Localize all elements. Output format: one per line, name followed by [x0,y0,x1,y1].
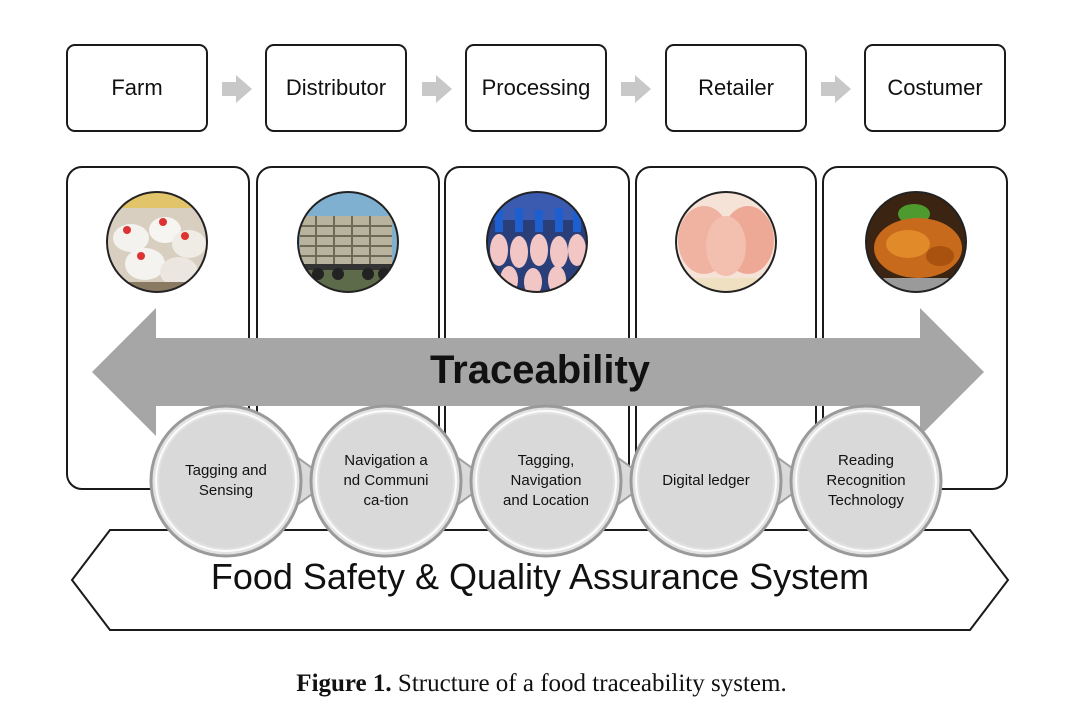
stage-label: Distributor [285,75,387,100]
flow-arrow-icon [222,75,252,103]
tech-label-reading-recognition: Reading Recognition Technology [826,452,906,509]
tech-label-digital-ledger: Digital ledger [662,472,750,489]
raw-chicken-photo [675,191,777,293]
roast-chicken-photo [865,191,967,293]
stage-label: Costumer [887,75,983,100]
stage-box-retailer: Retailer [665,44,807,132]
figure-caption: Figure 1. Structure of a food traceabili… [0,670,1083,698]
livestock-truck-photo [297,191,399,293]
caption-text: Structure of a food traceability system. [397,670,787,697]
stage-label: Retailer [698,75,774,100]
flow-arrow-icon [621,75,651,103]
stage-label: Processing [481,75,591,100]
chickens-photo [106,191,208,293]
traceability-label: Traceability [429,348,651,392]
caption-prefix: Figure 1. [296,670,392,697]
stage-box-distributor: Distributor [265,44,407,132]
stage-label: Farm [111,75,163,100]
stage-box-processing: Processing [465,44,607,132]
flow-arrow-icon [821,75,851,103]
stage-box-farm: Farm [66,44,208,132]
tech-label-tagging-sensing: Tagging and Sensing [185,462,267,499]
processing-line-photo [486,191,588,293]
flow-arrow-icon [422,75,452,103]
fsqa-label: Food Safety & Quality Assurance System [210,556,870,597]
stage-box-costumer: Costumer [864,44,1006,132]
tech-label-navigation-communication: Navigation and Communica-tion [343,452,429,509]
tech-label-tagging-navigation-location: Tagging, Navigation and Location [503,452,589,509]
